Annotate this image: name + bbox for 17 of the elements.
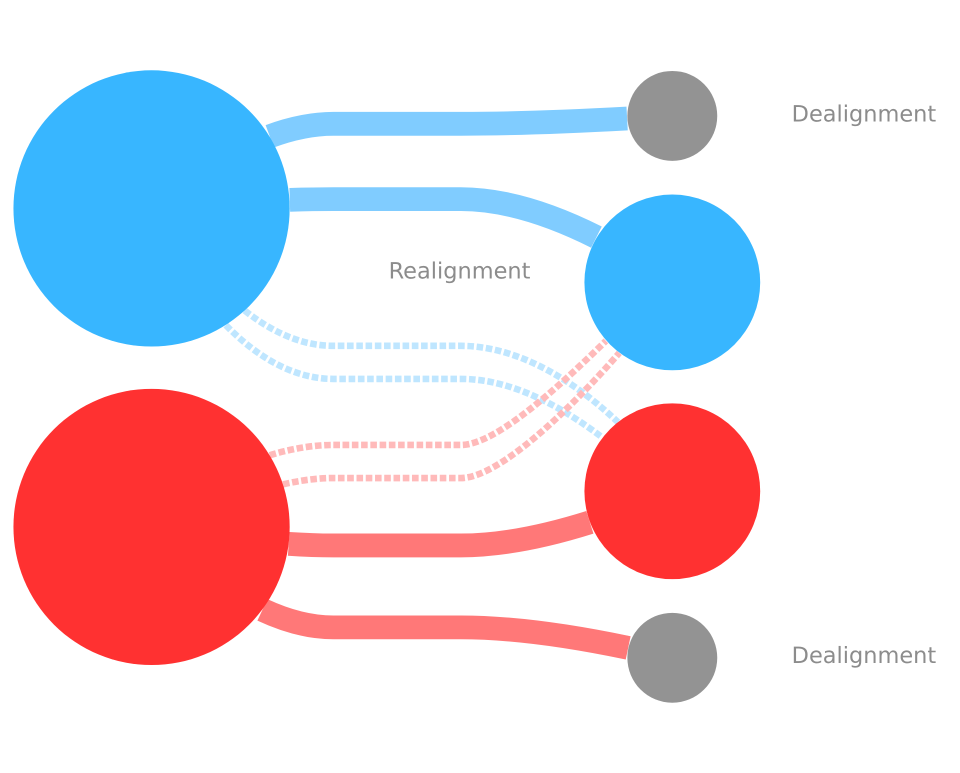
label: Realignment [388,258,530,285]
node-circle [13,388,290,666]
node-circle [584,194,760,370]
connector [288,510,594,558]
node-circle [13,70,290,347]
connector [224,322,604,440]
connector [242,308,620,425]
connector [289,187,602,248]
node-label: Dealignment [792,101,936,128]
node-circle [627,612,718,703]
connector [258,599,631,660]
node-circle [627,70,718,161]
node-circle [584,403,760,580]
connector [282,350,622,488]
connector [266,106,628,148]
node-label: Dealignment [792,643,936,670]
connector [268,338,608,458]
